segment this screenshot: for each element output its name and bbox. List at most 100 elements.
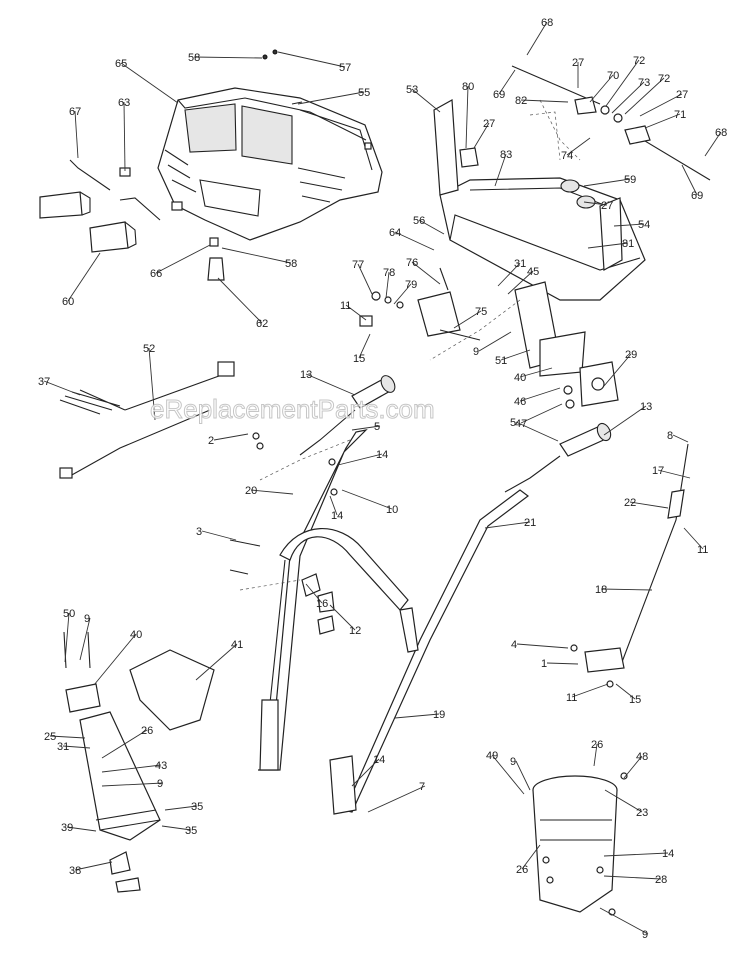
leader-line [672, 434, 689, 443]
callout-number: 47 [515, 418, 527, 430]
headlight-lenses [39, 159, 183, 253]
leader-line [62, 745, 91, 749]
leader-line [329, 495, 338, 516]
callout-number: 55 [358, 87, 370, 99]
callout-number: 27 [676, 89, 688, 101]
callout-number: 68 [541, 17, 553, 29]
leader-line [516, 643, 569, 649]
callout-number: 53 [406, 84, 418, 96]
leader-line [629, 501, 669, 509]
leader-line [613, 223, 645, 227]
leader-line [164, 805, 198, 811]
callout-number: 13 [640, 401, 652, 413]
callout-number: 27 [483, 118, 495, 130]
leader-line [491, 754, 525, 795]
leader-line [101, 729, 148, 759]
leader-line [195, 643, 238, 681]
callout-number: 35 [185, 825, 197, 837]
leader-line [604, 789, 643, 813]
callout-number: 31 [514, 258, 526, 270]
leader-line [453, 310, 482, 329]
leader-line [148, 347, 156, 421]
leader-line [515, 421, 559, 442]
callout-number: 54 [638, 219, 650, 231]
callout-number: 40 [130, 629, 142, 641]
callout-number: 64 [389, 227, 401, 239]
callout-number: 81 [622, 238, 634, 250]
leader-line [603, 353, 632, 387]
callout-number: 46 [514, 396, 526, 408]
alignment-lines [239, 99, 581, 591]
callout-number: 26 [516, 864, 528, 876]
leader-line [681, 164, 698, 196]
callout-number: 77 [352, 259, 364, 271]
callout-number: 72 [633, 55, 645, 67]
leader-line [507, 270, 534, 295]
leader-line [500, 349, 531, 361]
callout-number: 80 [462, 81, 474, 93]
leader-line [683, 527, 704, 550]
callout-number: 11 [340, 300, 351, 312]
leader-line [193, 56, 263, 59]
callout-number: 27 [572, 57, 584, 69]
leader-line [657, 469, 691, 479]
callout-number: 2 [208, 435, 214, 447]
callout-number: 9 [84, 613, 90, 625]
leader-line [74, 110, 79, 159]
leader-line [473, 122, 490, 149]
leader-line [337, 453, 383, 466]
handle-upper-right [279, 489, 529, 815]
callout-number: 18 [595, 584, 607, 596]
leader-line [599, 907, 649, 935]
callout-number: 21 [524, 517, 536, 529]
callout-number: 9 [510, 756, 516, 768]
callout-number: 69 [691, 190, 703, 202]
leader-line [43, 380, 81, 396]
callout-number: 13 [300, 369, 312, 381]
callout-leaders [43, 21, 722, 935]
leader-line [250, 489, 294, 495]
callout-number: 45 [527, 266, 539, 278]
callout-number: 71 [674, 109, 686, 121]
leader-line [704, 131, 722, 157]
callout-number: 14 [376, 449, 388, 461]
callout-number: 58 [188, 52, 200, 64]
leader-line [498, 69, 516, 95]
leader-line [603, 852, 669, 857]
callout-number: 40 [514, 372, 526, 384]
callout-number: 58 [285, 258, 297, 270]
callout-number: 51 [495, 355, 507, 367]
leader-line [66, 826, 97, 832]
chute-deflector [63, 631, 215, 893]
leader-line [357, 263, 373, 295]
leader-line [213, 433, 249, 441]
leader-line [583, 201, 608, 206]
leader-line [519, 367, 553, 378]
leader-line [385, 271, 390, 299]
callout-number: 38 [69, 865, 81, 877]
callout-number: 20 [245, 485, 257, 497]
callout-number: 69 [493, 89, 505, 101]
wire-harness [59, 361, 235, 479]
leader-line [571, 683, 609, 698]
chute-bracket [514, 281, 619, 409]
handle-upper-left [258, 429, 368, 771]
leader-line [393, 283, 412, 305]
callout-number: 60 [62, 296, 74, 308]
leader-line [79, 617, 91, 661]
leader-line [494, 153, 507, 187]
leader-line [587, 242, 629, 249]
callout-number: 19 [433, 709, 445, 721]
callout-number: 79 [405, 279, 417, 291]
linkage-rods [511, 65, 711, 181]
callout-number: 78 [383, 267, 395, 279]
callout-number: 9 [642, 929, 648, 941]
callout-number: 8 [667, 430, 673, 442]
leader-line [305, 583, 323, 604]
callout-number: 11 [697, 544, 708, 556]
knobs-bolts [229, 432, 338, 635]
leader-line [101, 782, 164, 787]
callout-number: 9 [473, 346, 479, 358]
callout-number: 25 [44, 731, 56, 743]
